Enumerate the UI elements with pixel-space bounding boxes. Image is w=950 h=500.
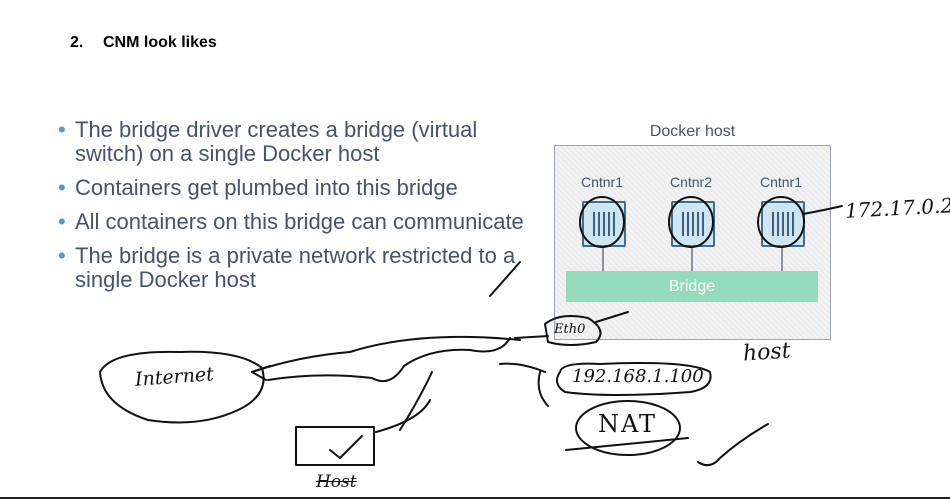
- ip-host-annotation: 192.168.1.100: [572, 366, 704, 387]
- docker-host-title: Docker host: [649, 123, 736, 140]
- heading-title: CNM look likes: [103, 34, 217, 51]
- bullet-item: •Containers get plumbed into this bridge: [58, 175, 458, 200]
- host-box: [295, 426, 375, 466]
- container-circle: [579, 196, 625, 248]
- bullet-dot-icon: •: [58, 175, 66, 200]
- check-stroke: [697, 423, 769, 467]
- container-link-line: [781, 245, 783, 271]
- bridge-bar: Bridge: [566, 271, 818, 302]
- bullet-dot-icon: •: [58, 117, 66, 142]
- container-link-line: [602, 245, 604, 271]
- bullet-dot-icon: •: [58, 209, 66, 234]
- bullet-list: •The bridge driver creates a bridge (vir…: [58, 118, 528, 302]
- check-stroke: [489, 261, 521, 297]
- ip-pointer-line: [802, 205, 843, 215]
- nat-circle: [575, 400, 681, 456]
- internet-circle: [99, 350, 265, 424]
- container-circle: [668, 196, 714, 248]
- container-label: Cntnr1: [759, 174, 803, 190]
- container-circle: [757, 196, 805, 248]
- ip-host-circle: [555, 362, 712, 396]
- bullet-item: •All containers on this bridge can commu…: [58, 209, 524, 234]
- eth-circle: [544, 315, 602, 346]
- container-label: Cntnr1: [580, 174, 624, 190]
- container-label: Cntnr2: [669, 174, 713, 190]
- bottom-rule: [0, 497, 950, 499]
- host-annotation: host: [742, 338, 792, 367]
- heading-number: 2.: [70, 34, 84, 51]
- bullet-item: •The bridge is a private network restric…: [58, 243, 516, 292]
- eth-annotation: Eth0: [554, 322, 586, 337]
- host-box-annotation: Host: [316, 472, 357, 492]
- bullet-dot-icon: •: [58, 243, 66, 268]
- bullet-item: •The bridge driver creates a bridge (vir…: [58, 117, 478, 166]
- container-link-line: [691, 245, 693, 271]
- nat-annotation: NAT: [598, 410, 658, 438]
- slide-heading: 2. CNM look likes: [70, 34, 217, 52]
